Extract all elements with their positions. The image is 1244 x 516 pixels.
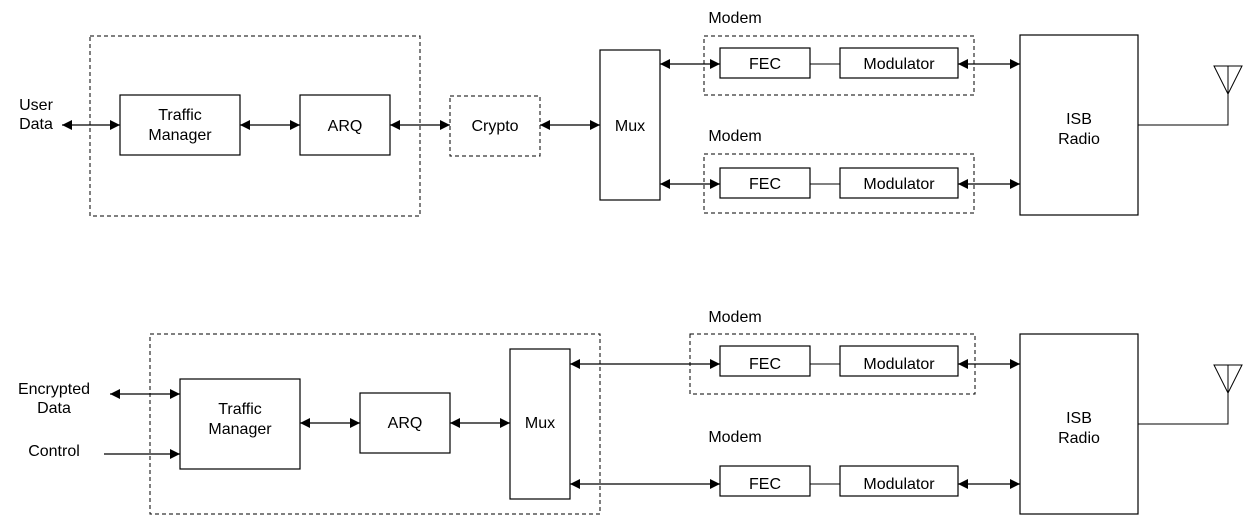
top-arq-box xyxy=(299,94,391,156)
top-traffic-manager-box xyxy=(119,94,241,156)
top-traffic-manager-label-2: Manager xyxy=(148,127,212,144)
bottom-modem1-modulator-label: Modulator xyxy=(863,356,935,373)
top-mux-label: Mux xyxy=(615,118,645,135)
top-radio-label-2: Radio xyxy=(1058,131,1100,148)
bottom-arq-box xyxy=(359,392,451,454)
bottom-modem2-modulator-box xyxy=(839,465,959,497)
top-modem2-modulator-label: Modulator xyxy=(863,176,935,193)
top-modem2-modulator-box xyxy=(839,167,959,199)
top-crypto-label: Crypto xyxy=(471,118,518,135)
bottom-processor-enclosure xyxy=(149,333,601,515)
bottom-diagram: Encrypted Data Control Traffic Manager A… xyxy=(18,309,1243,515)
bottom-encrypted-data-label-2: Data xyxy=(37,400,71,417)
bottom-modem2-fec-label: FEC xyxy=(749,476,781,493)
bottom-mux-label: Mux xyxy=(525,415,555,432)
top-antenna-icon xyxy=(1138,65,1243,126)
top-modem1-fec-label: FEC xyxy=(749,56,781,73)
top-traffic-manager-label-1: Traffic xyxy=(158,107,202,124)
bottom-modem2-fec-box xyxy=(719,465,811,497)
top-modem2-fec-box xyxy=(719,167,811,199)
bottom-radio-label-1: ISB xyxy=(1066,410,1092,427)
top-modem2-enclosure xyxy=(703,153,975,214)
top-modem1-modulator-label: Modulator xyxy=(863,56,935,73)
top-radio-label-1: ISB xyxy=(1066,111,1092,128)
top-mux-box xyxy=(599,49,661,201)
bottom-isb-radio-box xyxy=(1019,333,1139,515)
top-diagram: User Data Traffic Manager ARQ Crypto Mux… xyxy=(19,10,1243,217)
top-isb-radio-box xyxy=(1019,34,1139,216)
bottom-traffic-manager-label-2: Manager xyxy=(208,421,272,438)
bottom-radio-label-2: Radio xyxy=(1058,430,1100,447)
bottom-modem1-fec-label: FEC xyxy=(749,356,781,373)
top-modem1-enclosure xyxy=(703,35,975,96)
bottom-traffic-manager-label-1: Traffic xyxy=(218,401,262,418)
bottom-mux-box xyxy=(509,348,571,500)
bottom-arq-label: ARQ xyxy=(388,415,423,432)
bottom-modem1-modulator-box xyxy=(839,345,959,377)
bottom-modem1-fec-box xyxy=(719,345,811,377)
top-modem1-label: Modem xyxy=(708,10,761,27)
top-modem1-fec-box xyxy=(719,47,811,79)
top-user-data-label-2: Data xyxy=(19,116,53,133)
bottom-encrypted-data-label-1: Encrypted xyxy=(18,381,90,398)
bottom-modem1-label: Modem xyxy=(708,309,761,326)
top-modem2-fec-label: FEC xyxy=(749,176,781,193)
bottom-modem2-modulator-label: Modulator xyxy=(863,476,935,493)
top-modem2-label: Modem xyxy=(708,128,761,145)
top-user-data-label-1: User xyxy=(19,97,53,114)
bottom-modem2-label: Modem xyxy=(708,429,761,446)
top-modem1-modulator-box xyxy=(839,47,959,79)
bottom-antenna-icon xyxy=(1138,364,1243,425)
bottom-control-label: Control xyxy=(28,443,80,460)
top-arq-label: ARQ xyxy=(328,118,363,135)
